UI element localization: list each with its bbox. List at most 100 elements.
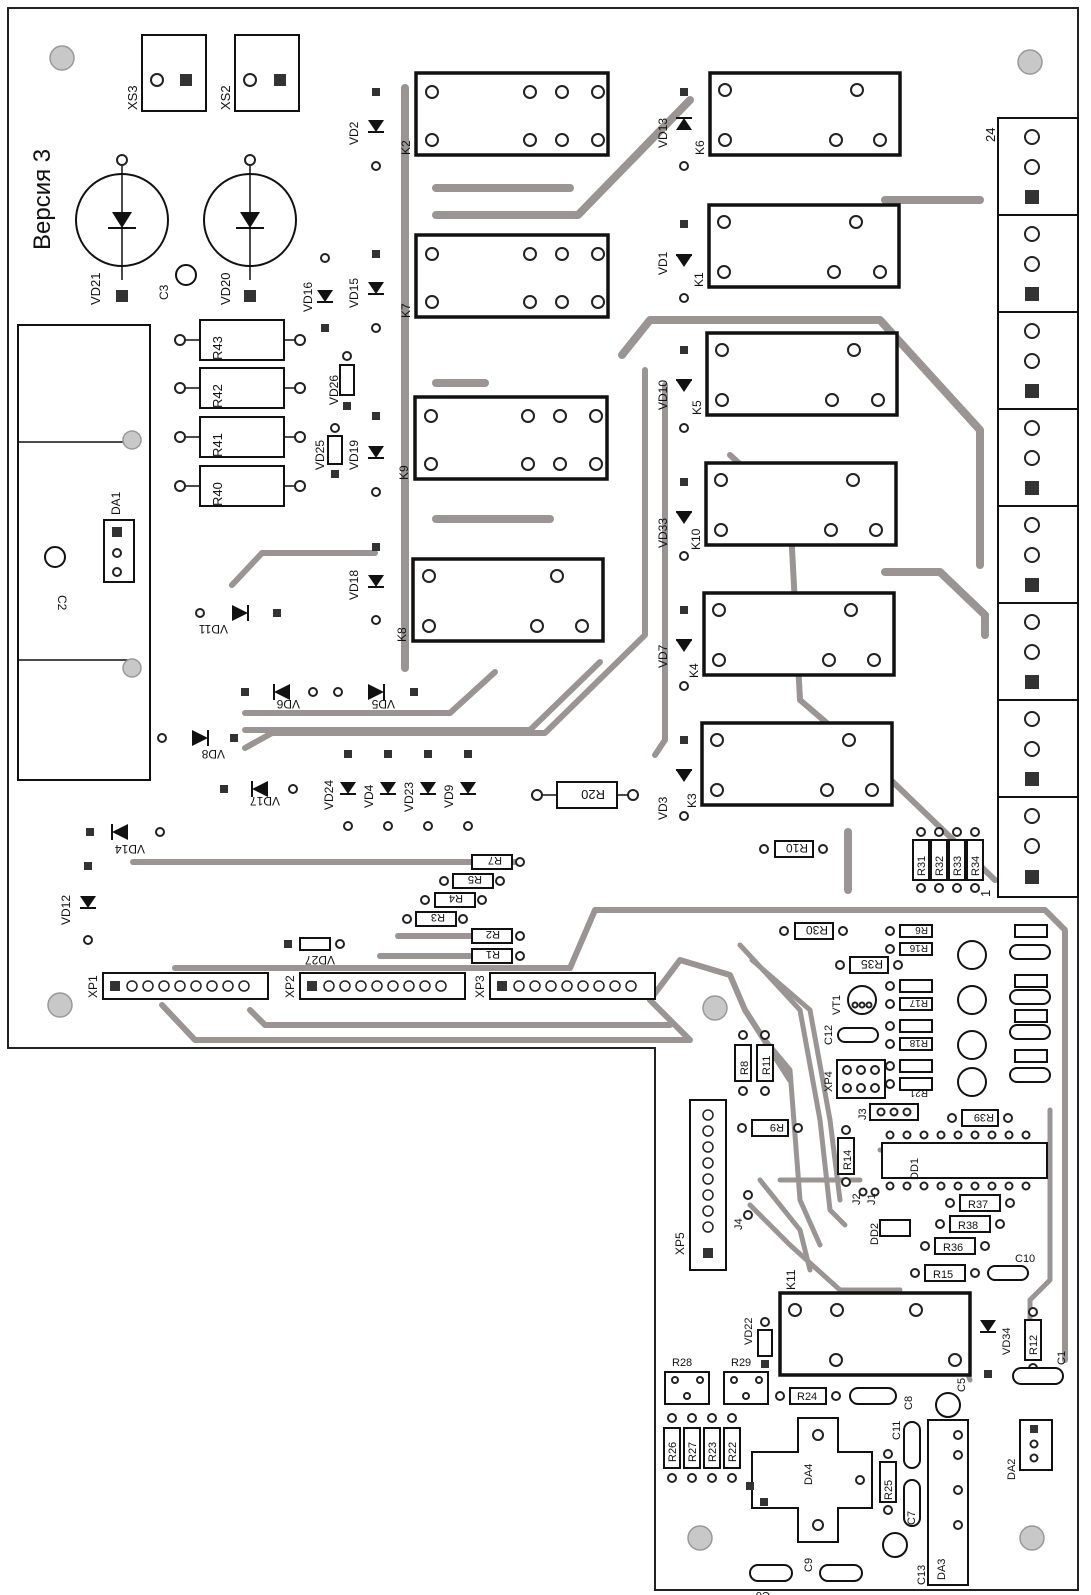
resistor-r1: R1 (471, 948, 525, 964)
capacitor-c3: C3 (157, 264, 197, 300)
label-vd5: VD5 (371, 697, 395, 711)
label-r43: R43 (210, 336, 225, 360)
relay-k7: K7 (399, 233, 610, 319)
label-vd22: VD22 (743, 1317, 755, 1345)
relay-k6: K6 (693, 71, 902, 157)
resistor-r4: R4 (420, 892, 487, 908)
label-c11: C10 (1015, 1253, 1035, 1265)
label-vd25: VD25 (313, 440, 327, 470)
diode-vd34: VD34 (980, 1320, 1013, 1378)
diode-vd26: VD26 (327, 351, 355, 410)
capacitor-c5: C5 (935, 1378, 968, 1418)
jumper-j1-j2: J2 J1 (851, 1187, 880, 1205)
label-r35: R35 (861, 957, 883, 971)
resistor-r8: R8 (734, 1030, 752, 1096)
relay-k11: K11 (778, 1269, 972, 1377)
diode-vd2: VD2 (347, 88, 384, 171)
resistor-array-r31-r34: R31 R32 R33 R34 (912, 827, 984, 893)
label-c5: C5 (956, 1378, 968, 1392)
relay-k10: K10 (689, 461, 898, 550)
connector-xp2: XP2 (283, 972, 466, 1000)
label-c10: C11 (891, 1421, 903, 1440)
transistor-vt1: VT1 (831, 985, 877, 1015)
diode-vd4: VD4 (362, 750, 396, 831)
label-vd6: VD6 (276, 697, 300, 711)
label-k2: K2 (399, 140, 413, 155)
resistor-r36: R36 (920, 1237, 990, 1255)
label-xp1: XP1 (86, 975, 100, 998)
resistor-r34: R34 (966, 827, 984, 893)
label-j1: J1 (866, 1193, 878, 1205)
resistor-r11: R11 (756, 1030, 774, 1096)
label-vd11: VD11 (199, 622, 228, 636)
capacitor-c9: C9 (803, 1558, 863, 1582)
resistor-r35: R35 (835, 956, 903, 974)
label-vd26: VD26 (327, 375, 341, 405)
resistor-r5: R5 (439, 873, 505, 889)
label-vd33: VD33 (656, 518, 670, 548)
label-c12: C12 (823, 1025, 835, 1045)
label-xs2: XS2 (218, 85, 233, 110)
label-k10: K10 (689, 528, 703, 550)
label-c2: C2 (55, 595, 69, 611)
label-c7: C7 (906, 1511, 918, 1525)
resistor-r12: R12 (1024, 1307, 1042, 1373)
label-k4: K4 (687, 663, 701, 678)
label-r6: R6 (915, 924, 928, 935)
label-vd7: VD7 (656, 644, 670, 668)
diode-vd8: VD8 (157, 730, 238, 761)
relay-k2: K2 (399, 71, 610, 157)
ic-da4: DA4 (746, 1417, 873, 1543)
resistor-r7: R7 (471, 854, 525, 870)
label-vd21: VD21 (88, 272, 103, 305)
label-vd2: VD2 (347, 121, 361, 145)
diode-vd3: VD3 (656, 736, 692, 821)
diode-vd1: VD1 (656, 220, 692, 303)
label-c1: C1 (1056, 1351, 1068, 1365)
label-vd10: VD10 (656, 380, 670, 410)
ic-dd2: DD2 (869, 1219, 911, 1245)
transistor-group: VT1 (831, 940, 987, 1097)
label-vd27: VD27 (305, 953, 335, 967)
diode-vd6: VD6 (241, 684, 318, 711)
trimmer-r28: R28 (664, 1357, 710, 1405)
resistor-r33: R33 (948, 827, 966, 893)
resistor-r37: R37 (945, 1194, 1015, 1212)
version-label: Версия 3 (29, 149, 56, 250)
label-xp5: XP4 (823, 1071, 835, 1092)
label-vt1: VT1 (831, 995, 843, 1015)
resistor-r38: R38 (935, 1215, 1005, 1233)
label-r22: R22 (727, 1442, 739, 1462)
mounting-holes (47, 45, 1045, 1551)
diode-vd11: VD11 (195, 605, 281, 636)
resistor-r17: R17 (885, 979, 933, 1011)
ic-dd1: DD1 (881, 1130, 1048, 1191)
label-xp2: XP2 (283, 975, 297, 998)
connector-xp5: XP4 (823, 1059, 886, 1099)
label-vd19: VD19 (347, 440, 361, 470)
connector-xp3: XP3 (473, 972, 656, 1000)
label-terminal-24: 24 (983, 128, 998, 142)
label-vd24: VD24 (322, 780, 336, 810)
label-r11: R11 (761, 1056, 773, 1075)
label-k3: K3 (685, 793, 699, 808)
diode-vd5: VD5 (333, 684, 418, 711)
label-r34: R34 (970, 856, 982, 876)
capacitor-c10: C11 (891, 1421, 921, 1469)
diode-vd18: VD18 (347, 543, 384, 625)
jumper-j3: J3 (857, 1103, 919, 1121)
label-r21: R21 (909, 1087, 928, 1098)
traces (130, 84, 1068, 1383)
resistor-r2: R2 (471, 928, 525, 944)
diode-vd21: VD21 (75, 154, 169, 305)
label-vd16: VD16 (301, 282, 315, 312)
connector-xs3: XS3 (125, 34, 207, 112)
label-r36: R36 (943, 1242, 963, 1254)
connector-xp4: XP5 (673, 1099, 727, 1271)
capacitor-c6: C6 (749, 1564, 793, 1595)
label-r38: R38 (958, 1220, 978, 1232)
label-vd17: VD17 (250, 794, 280, 808)
label-r18: R18 (909, 1037, 928, 1048)
